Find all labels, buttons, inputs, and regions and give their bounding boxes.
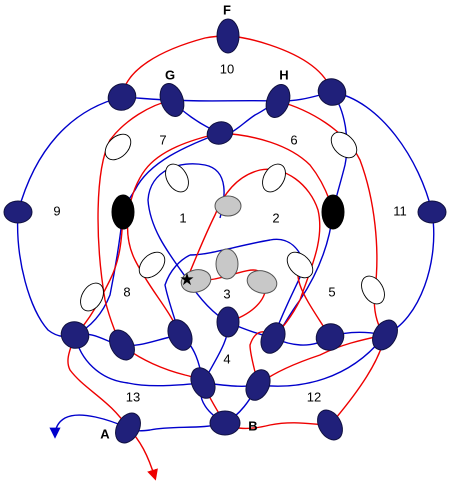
node-A[interactable]: [110, 409, 145, 448]
region-label-4: 4: [223, 351, 230, 366]
node-left-9[interactable]: [3, 200, 33, 224]
node-label-H: H: [279, 67, 288, 82]
node-top-right[interactable]: [313, 74, 350, 111]
red-left-ring: [97, 99, 173, 346]
node-label-G: G: [165, 67, 175, 82]
grey-node-top[interactable]: [214, 195, 242, 217]
node-F[interactable]: [216, 18, 240, 54]
node-lower-mid-right[interactable]: [256, 319, 289, 357]
region-label-5: 5: [328, 284, 335, 299]
node-G[interactable]: [156, 80, 188, 119]
open-node-inner-right[interactable]: [258, 160, 290, 196]
node-label-F: F: [223, 2, 231, 17]
node-bottom-right-12[interactable]: [312, 406, 347, 445]
region-label-3: 3: [223, 286, 230, 301]
node-H[interactable]: [262, 81, 294, 120]
region-label-13: 13: [126, 389, 140, 404]
region-label-2: 2: [272, 210, 279, 225]
region-label-12: 12: [307, 389, 321, 404]
red-bottom-path: [202, 382, 331, 430]
node-top-left[interactable]: [103, 79, 140, 116]
node-lower-right-outer[interactable]: [367, 316, 402, 355]
node-center-low[interactable]: [216, 306, 240, 338]
nodes: [3, 18, 447, 448]
node-lower-left-outer[interactable]: [56, 317, 93, 354]
blue-outer-loop: [16, 96, 123, 346]
red-center-path: [186, 168, 321, 339]
region-label-10: 10: [220, 61, 234, 76]
region-label-6: 6: [290, 132, 297, 147]
region-label-1: 1: [179, 210, 186, 225]
open-node-mid-right[interactable]: [282, 247, 317, 282]
open-node-lower-left[interactable]: [76, 279, 108, 315]
open-node-mid-left[interactable]: [134, 247, 169, 282]
blue-inner-loop: [74, 163, 225, 336]
node-upper-mid[interactable]: [204, 118, 236, 148]
region-label-9: 9: [53, 203, 60, 218]
node-lower-mid-left[interactable]: [163, 316, 196, 354]
grey-node-center[interactable]: [215, 248, 239, 280]
node-bottom-right[interactable]: [241, 366, 274, 404]
node-label-B: B: [248, 418, 257, 433]
node-lower-right-inner[interactable]: [311, 319, 348, 356]
grey-node-left[interactable]: [179, 266, 214, 295]
node-bottom-left[interactable]: [186, 364, 219, 402]
blue-middle-ring: [122, 99, 279, 213]
red-lower-left: [67, 334, 158, 481]
node-label-A: A: [100, 426, 110, 441]
node-right-black[interactable]: [321, 194, 345, 230]
region-label-7: 7: [159, 132, 166, 147]
open-node-upper-left[interactable]: [100, 129, 135, 164]
node-right-11[interactable]: [417, 200, 447, 224]
node-lower-left-inner[interactable]: [104, 326, 139, 365]
open-node-upper-right[interactable]: [326, 127, 361, 162]
red-left-lower: [74, 211, 124, 336]
grey-node-right[interactable]: [245, 267, 280, 296]
region-label-8: 8: [123, 284, 130, 299]
node-left-black[interactable]: [111, 194, 135, 230]
open-node-inner-left[interactable]: [161, 160, 193, 196]
region-label-11: 11: [393, 203, 407, 218]
node-letter-labels: F G H A B: [100, 2, 288, 441]
node-B[interactable]: [209, 410, 241, 436]
star-marker: ★: [179, 270, 194, 290]
region-labels: 1 2 3 4 5 6 7 8 9 10 11 12 13: [53, 61, 406, 404]
open-node-lower-right[interactable]: [357, 272, 389, 308]
